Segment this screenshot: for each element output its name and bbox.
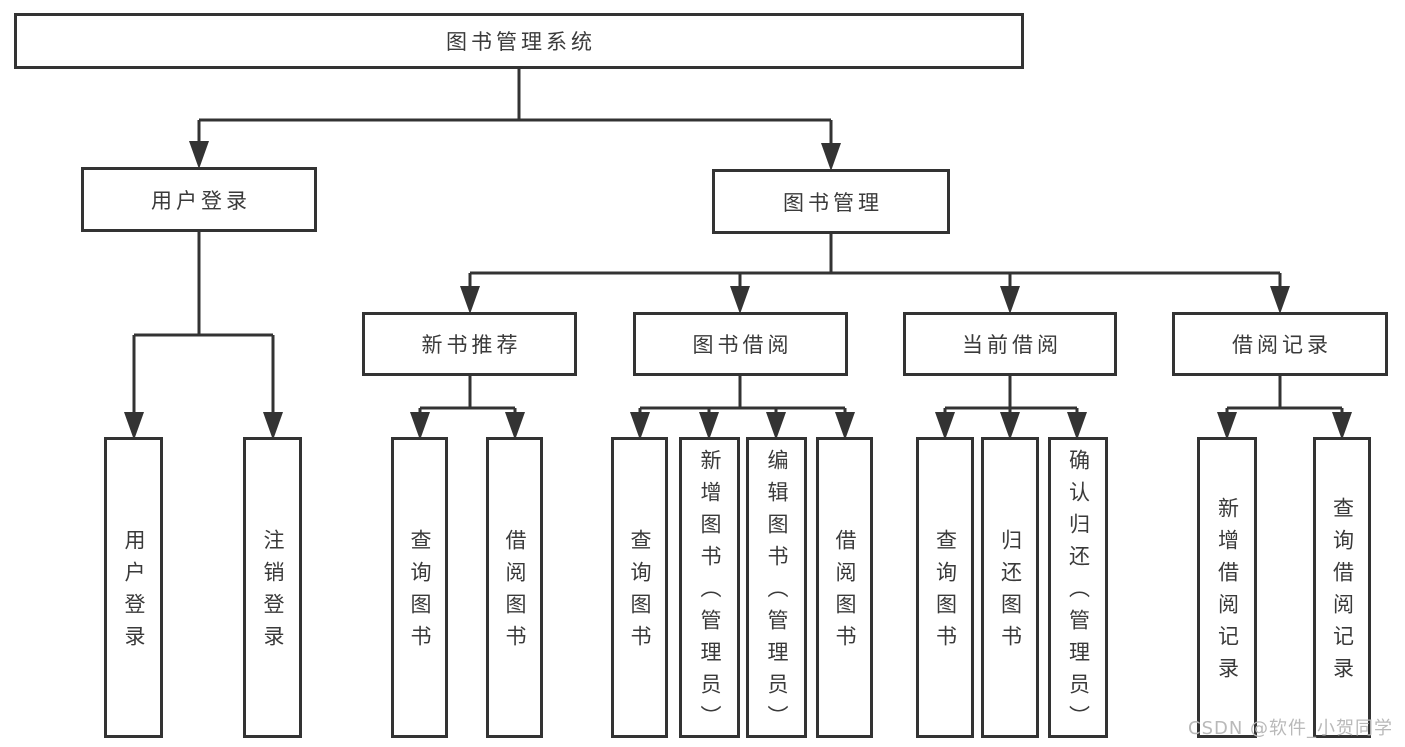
node-leaf-recommend-query-books: 查询图书 [391,437,448,738]
node-leaf-current-return-books: 归还图书 [981,437,1039,738]
node-leaf-login-label: 用户登录 [122,529,146,657]
node-book-borrowing: 图书借阅 [633,312,848,376]
node-current-borrowing-label: 当前借阅 [962,333,1062,357]
node-current-borrowing: 当前借阅 [903,312,1117,376]
node-leaf-records-query-record: 查询借阅记录 [1313,437,1371,738]
node-book-management-label: 图书管理 [783,190,883,215]
node-leaf-current-confirm-return: 确认归还（管理员） [1048,437,1108,738]
node-new-book-recommend: 新书推荐 [362,312,577,376]
node-leaf-borrowing-edit-books: 编辑图书（管理员） [746,437,807,738]
node-leaf-borrowing-borrow-books-label: 借阅图书 [833,529,857,657]
node-leaf-current-query-books: 查询图书 [916,437,974,738]
node-leaf-recommend-query-books-label: 查询图书 [408,529,432,657]
node-leaf-records-query-record-label: 查询借阅记录 [1330,497,1355,689]
node-leaf-borrowing-query-books: 查询图书 [611,437,668,738]
node-leaf-borrowing-query-books-label: 查询图书 [628,529,652,657]
node-new-book-recommend-label: 新书推荐 [421,333,522,357]
node-leaf-recommend-borrow-books-label: 借阅图书 [503,529,527,657]
node-leaf-current-confirm-return-label: 确认归还（管理员） [1066,449,1091,737]
csdn-watermark: CSDN @软件_小贺同学 [1188,718,1394,739]
node-leaf-current-return-books-label: 归还图书 [998,529,1023,657]
node-leaf-borrowing-add-books-label: 新增图书（管理员） [698,449,722,737]
node-book-borrowing-label: 图书借阅 [692,333,793,357]
node-borrowing-records: 借阅记录 [1172,312,1388,376]
node-leaf-logout-label: 注销登录 [261,529,285,657]
node-leaf-records-add-record-label: 新增借阅记录 [1215,497,1240,689]
node-user-login-label: 用户登录 [151,188,251,213]
node-leaf-borrowing-borrow-books: 借阅图书 [816,437,873,738]
node-borrowing-records-label: 借阅记录 [1232,333,1332,357]
node-leaf-current-query-books-label: 查询图书 [933,529,958,657]
node-book-management: 图书管理 [712,169,950,234]
node-user-login: 用户登录 [81,167,317,232]
node-root: 图书管理系统 [14,13,1024,69]
node-leaf-recommend-borrow-books: 借阅图书 [486,437,543,738]
node-leaf-records-add-record: 新增借阅记录 [1197,437,1257,738]
node-leaf-borrowing-edit-books-label: 编辑图书（管理员） [765,449,789,737]
node-leaf-logout: 注销登录 [243,437,302,738]
node-leaf-borrowing-add-books: 新增图书（管理员） [679,437,740,738]
node-root-label: 图书管理系统 [446,30,596,54]
node-leaf-login: 用户登录 [104,437,163,738]
